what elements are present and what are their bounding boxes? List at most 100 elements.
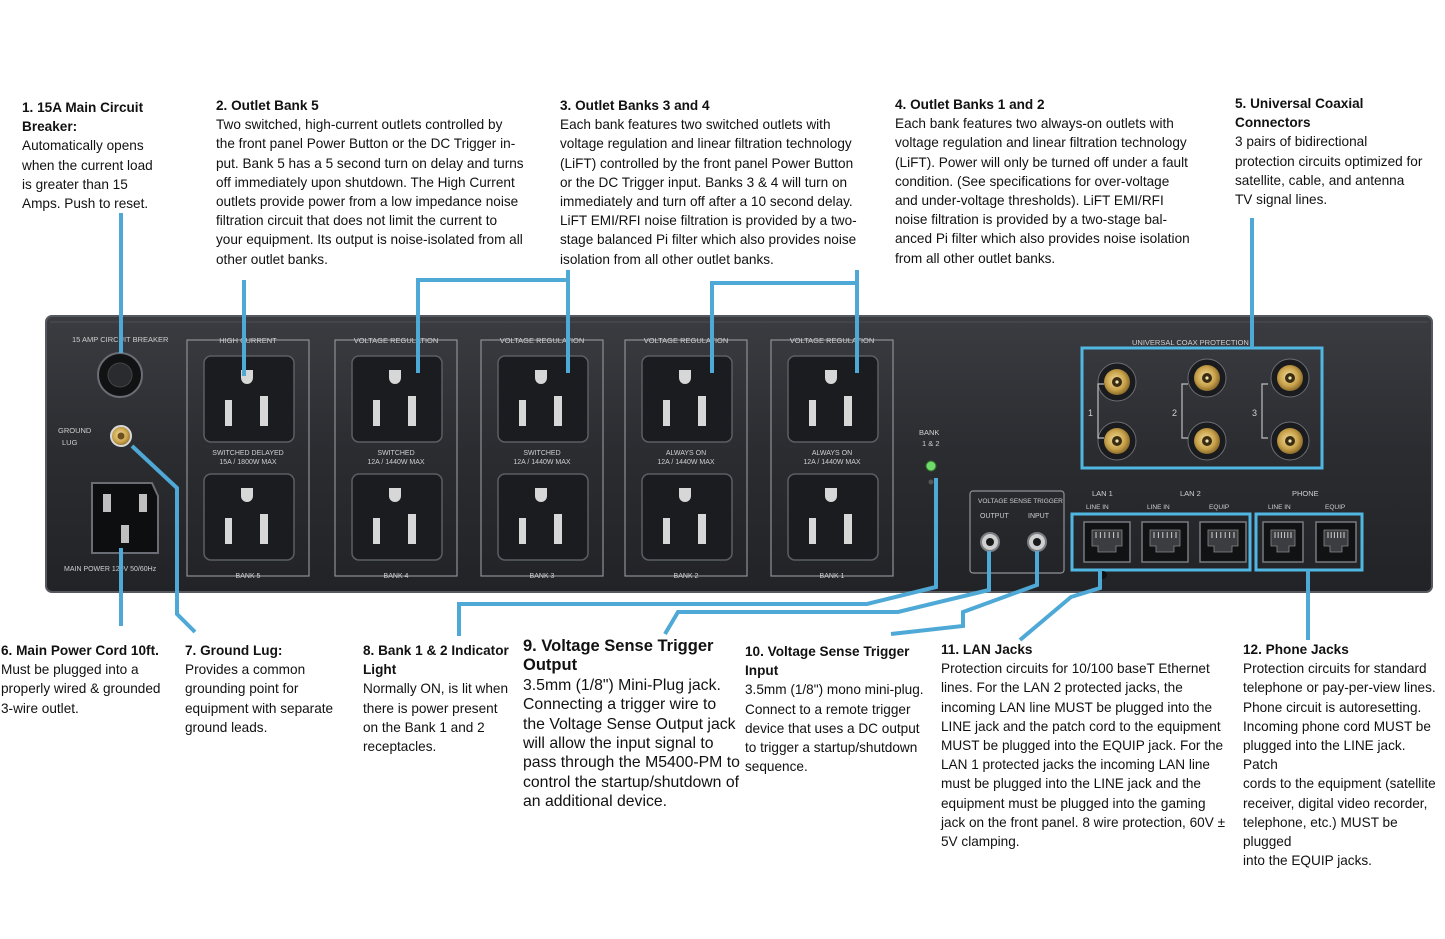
coax-pair-number: 1 xyxy=(1088,408,1093,418)
trigger-label: VOLTAGE SENSE TRIGGER xyxy=(978,498,1063,505)
trigger-input-jack[interactable] xyxy=(1027,532,1047,552)
lan-jack-icon[interactable] xyxy=(1083,521,1131,563)
bank-frame xyxy=(770,339,894,577)
callout-5-body: 3 pairs of bidirectional protection circ… xyxy=(1235,134,1423,208)
callout-4-body: Each bank features two always-on outlets… xyxy=(895,116,1190,266)
outlet-bank-3: VOLTAGE REGULATION SWITCHED 12A / 1440W MA… xyxy=(480,336,604,580)
callout-2: 2. Outlet Bank 5 Two switched, high-curr… xyxy=(216,96,546,269)
power-inlet[interactable] xyxy=(91,482,159,554)
callout-6-title: 6. Main Power Cord 10ft. xyxy=(1,643,159,658)
callout-3-title: 3. Outlet Banks 3 and 4 xyxy=(560,98,710,113)
lan-jack-icon[interactable] xyxy=(1199,521,1247,563)
coax-protection-box xyxy=(1080,346,1324,470)
outlet-banks: HIGH CURRENT SWITCHED DELAYED 15A / 1800W … xyxy=(186,336,894,580)
coax-pair-bracket xyxy=(1181,383,1188,439)
coax-protection-label: UNIVERSAL COAX PROTECTION xyxy=(1132,338,1249,347)
bank-rating-text: 12A / 1440W MAX xyxy=(513,459,571,466)
callout-10: 10. Voltage Sense Trigger Input 3.5mm (1… xyxy=(745,642,925,776)
lan2-label: LAN 2 xyxy=(1180,489,1201,498)
callout-8-body: Normally ON, is lit when there is power … xyxy=(363,681,509,755)
callout-9: 9. Voltage Sense Trigger Output 3.5mm (1… xyxy=(523,637,745,812)
callout-10-body: 3.5mm (1/8") mono mini-plug. Connect to … xyxy=(745,682,924,775)
outlet-receptacle[interactable] xyxy=(641,355,733,443)
lan2-equip-label: EQUIP xyxy=(1209,504,1229,511)
indicator-label-1: BANK xyxy=(919,428,939,437)
indicator-label-2: 1 & 2 xyxy=(922,439,940,448)
leader-11 xyxy=(1018,570,1102,642)
outlet-receptacle[interactable] xyxy=(351,473,443,561)
lan-jacks-box xyxy=(1070,512,1252,572)
lan-jack-icon[interactable] xyxy=(1141,521,1189,563)
leader-8 xyxy=(457,478,938,636)
bank-frame xyxy=(624,339,748,577)
coax-connector-icon[interactable] xyxy=(1270,358,1310,398)
lan1-label: LAN 1 xyxy=(1092,489,1113,498)
outlet-receptacle[interactable] xyxy=(351,355,443,443)
trigger-output-jack[interactable] xyxy=(980,532,1000,552)
ground-lug[interactable] xyxy=(110,425,132,447)
outlet-bank-5: HIGH CURRENT SWITCHED DELAYED 15A / 1800W … xyxy=(186,336,310,580)
bank-rating-text: 12A / 1440W MAX xyxy=(803,459,861,466)
bank-rating-text: ALWAYS ON xyxy=(666,450,706,457)
coax-connector-icon[interactable] xyxy=(1187,421,1227,461)
outlet-bank-1: VOLTAGE REGULATION ALWAYS ON 12A / 1440W M… xyxy=(770,336,894,580)
leader-7 xyxy=(130,444,197,634)
main-breaker[interactable] xyxy=(97,352,143,398)
bank-header: VOLTAGE REGULATION xyxy=(354,336,439,345)
leader-4 xyxy=(710,281,859,373)
coax-pair-bracket xyxy=(1261,383,1268,439)
bank-header: VOLTAGE REGULATION xyxy=(790,336,875,345)
callout-2-title: 2. Outlet Bank 5 xyxy=(216,98,319,113)
callout-4-title: 4. Outlet Banks 1 and 2 xyxy=(895,97,1045,112)
coax-connector-icon[interactable] xyxy=(1097,362,1137,402)
phone-jack-icon[interactable] xyxy=(1262,521,1304,563)
leader-9 xyxy=(663,551,991,636)
coax-connector-icon[interactable] xyxy=(1097,421,1137,461)
ground-label-2: LUG xyxy=(62,438,78,447)
power-inlet-label: MAIN POWER 120V 50/60Hz xyxy=(64,566,157,573)
callout-6-body: Must be plugged into a properly wired & … xyxy=(1,662,161,716)
callout-12: 12. Phone Jacks Protection circuits for … xyxy=(1243,640,1443,870)
callout-9-title: 9. Voltage Sense Trigger Output xyxy=(523,637,714,675)
bank-rating-text: ALWAYS ON xyxy=(812,450,852,457)
bank-footer: BANK 4 xyxy=(384,573,409,580)
callout-8: 8. Bank 1 & 2 Indicator Light Normally O… xyxy=(363,641,513,756)
bank-rating-text: 12A / 1440W MAX xyxy=(367,459,425,466)
bank-footer: BANK 3 xyxy=(530,573,555,580)
coax-connector-icon[interactable] xyxy=(1270,421,1310,461)
outlet-receptacle[interactable] xyxy=(787,473,879,561)
bank-header: HIGH CURRENT xyxy=(219,336,277,345)
coax-pair-number: 2 xyxy=(1172,408,1177,418)
callout-1-title: 1. 15A Main Circuit Breaker: xyxy=(22,100,144,135)
callout-7: 7. Ground Lug: Provides a common groundi… xyxy=(185,641,345,737)
bank-footer: BANK 2 xyxy=(674,573,699,580)
outlet-receptacle[interactable] xyxy=(787,355,879,443)
bank-rating-text: 15A / 1800W MAX xyxy=(219,459,277,466)
outlet-receptacle[interactable] xyxy=(497,473,589,561)
bank-rating-text: SWITCHED DELAYED xyxy=(212,450,283,457)
bank-header: VOLTAGE REGULATION xyxy=(500,336,585,345)
coax-connector-icon[interactable] xyxy=(1187,358,1227,398)
callout-1-body: Automatically opens when the current loa… xyxy=(22,138,153,212)
leader-10 xyxy=(890,551,1039,636)
callout-6: 6. Main Power Cord 10ft. Must be plugged… xyxy=(1,641,176,718)
outlet-receptacle[interactable] xyxy=(203,355,295,443)
coax-connectors: 1 2 3 xyxy=(1088,358,1310,461)
phone-jack-icon[interactable] xyxy=(1315,521,1357,563)
leader-3 xyxy=(416,278,570,373)
callout-11-title: 11. LAN Jacks xyxy=(941,642,1033,657)
outlet-receptacle[interactable] xyxy=(641,473,733,561)
coax-pair-number: 3 xyxy=(1252,408,1257,418)
callout-12-title: 12. Phone Jacks xyxy=(1243,642,1349,657)
bank-rating-text: SWITCHED xyxy=(523,450,560,457)
bank-header: VOLTAGE REGULATION xyxy=(644,336,729,345)
callout-9-body: 3.5mm (1/8") Mini-Plug jack. Connecting … xyxy=(523,676,740,811)
bank-rating-text: SWITCHED xyxy=(377,450,414,457)
outlet-receptacle[interactable] xyxy=(203,473,295,561)
bank-frame xyxy=(480,339,604,577)
callout-12-body: Protection circuits for standard telepho… xyxy=(1243,661,1436,869)
outlet-receptacle[interactable] xyxy=(497,355,589,443)
